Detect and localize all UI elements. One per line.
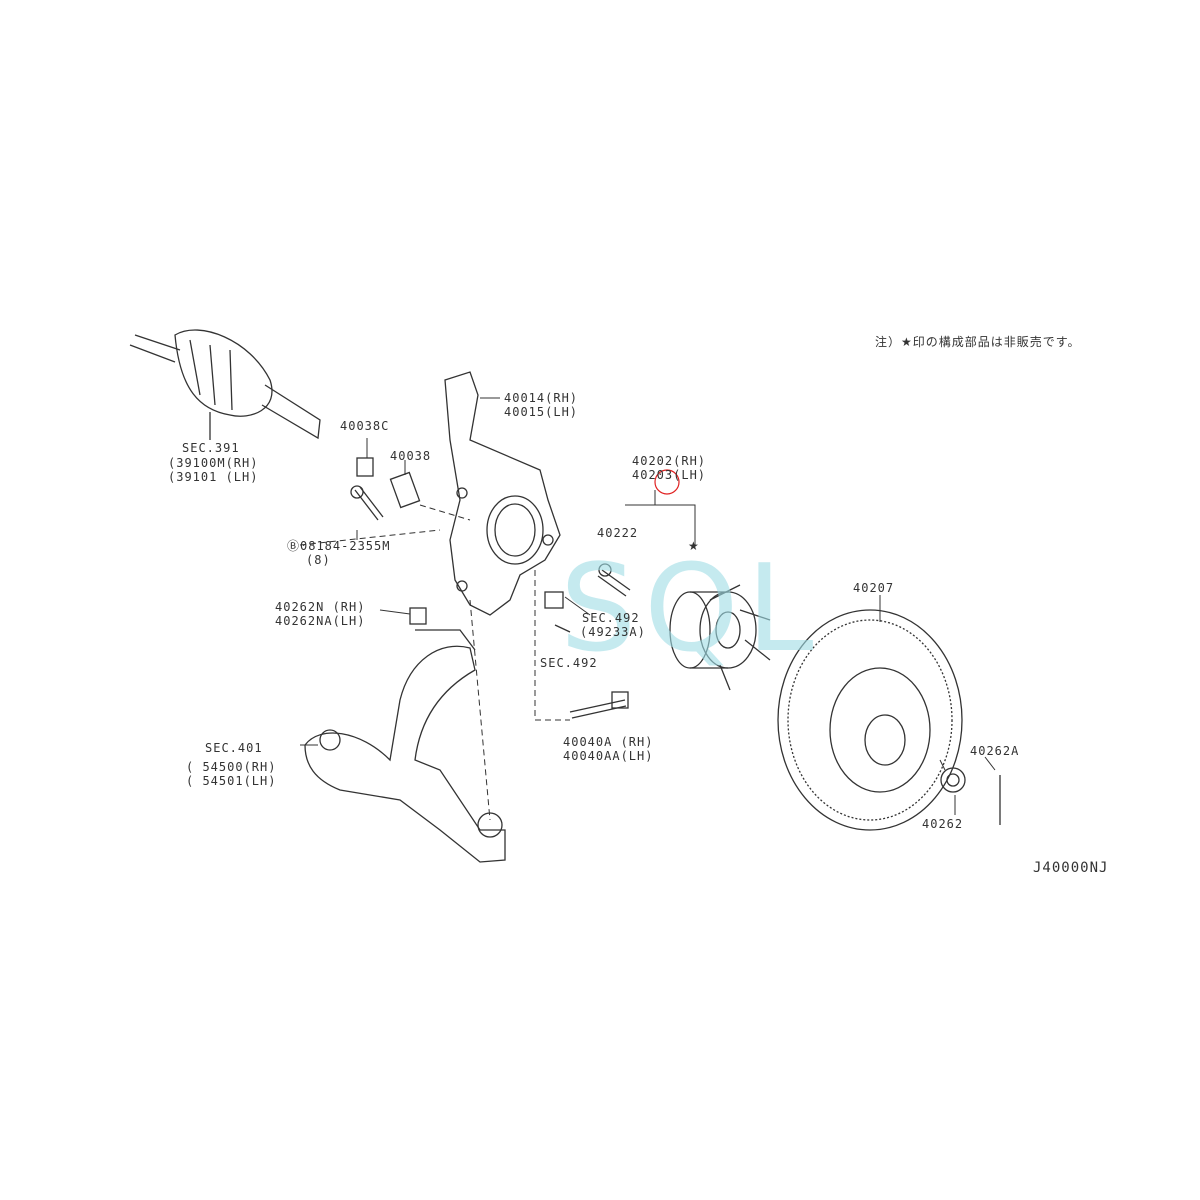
label-bolt-b-qty: (8) [306,553,331,567]
label-40262a: 40262A [970,744,1020,758]
label-54501: ( 54501(LH) [186,774,277,788]
label-40202: 40202(RH) [632,454,707,468]
watermark: SQL [560,540,822,679]
label-40038c: 40038C [340,419,390,433]
note-text: 注）★印の構成部品は非販売です。 [875,335,1081,349]
label-40207: 40207 [853,581,895,595]
wheel-hub-bearing [669,584,771,691]
label-40040a: 40040A (RH) [563,735,654,749]
label-40203: 40203(LH) [632,468,707,482]
label-40015: 40015(LH) [504,405,579,419]
label-40262n: 40262N (RH) [275,600,366,614]
label-54500: ( 54500(RH) [186,760,277,774]
steering-knuckle [444,371,561,616]
label-sec492-a: SEC.492 [582,611,640,625]
label-40262: 40262 [922,817,964,831]
label-40014: 40014(RH) [504,391,579,405]
label-bolt-b: Ⓑ08184-2355M [287,539,391,553]
star-mark: ★ [688,539,700,553]
brake-rotor [777,609,963,831]
highlight-circle [654,469,680,495]
label-40262na: 40262NA(LH) [275,614,366,628]
diagram-code: J40000NJ [1033,860,1109,876]
leader-lines [299,397,996,821]
drive-shaft [129,329,321,440]
label-40038: 40038 [390,449,432,463]
label-sec391: SEC.391 [182,441,240,455]
label-40040aa: 40040AA(LH) [563,749,654,763]
small-parts [350,457,631,719]
label-39100m: (39100M(RH) [168,456,259,470]
label-49233a: (49233A) [580,625,646,639]
label-39101: (39101 (LH) [168,470,259,484]
label-sec492-b: SEC.492 [540,656,598,670]
hub-nut [940,767,966,793]
label-sec401: SEC.401 [205,741,263,755]
lower-control-arm [304,629,506,863]
label-40222: 40222 [597,526,639,540]
